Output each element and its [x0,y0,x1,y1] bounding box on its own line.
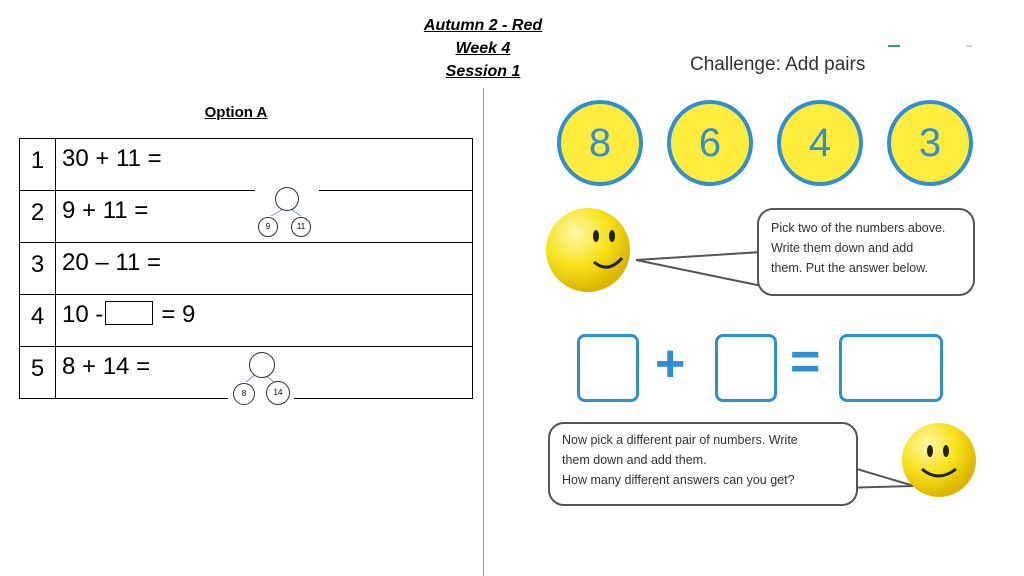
smiley-face-icon [546,208,630,292]
question-number: 5 [19,346,56,399]
question-row-3: 3 20 – 11 = [19,242,473,295]
smiley-face-icon [902,423,976,497]
answer-blank-box[interactable] [105,300,154,325]
question-text: 20 – 11 = [55,242,473,295]
question-row-4: 4 10 - = 9 [19,294,473,347]
question-number: 4 [19,294,56,347]
bubble-2-line-1: Now pick a different pair of numbers. Wr… [562,433,798,447]
page-divider [483,88,484,576]
equation-answer-box[interactable] [839,334,943,402]
bubble-2-line-2: them down and add them. [562,453,707,467]
bubble-1-line-3: them. Put the answer below. [771,261,929,275]
question-number: 1 [19,138,56,191]
bubble-1-line-2: Write them down and add [771,241,914,255]
bond-q5-part-right: 14 [266,381,290,405]
question-text: 10 - = 9 [55,294,473,347]
number-circle-3: 4 [777,100,863,186]
header-session: Session 1 [445,63,521,80]
number-circle-1: 8 [557,100,643,186]
question-suffix: = 9 [161,301,196,328]
question-number: 2 [19,190,56,243]
equation-box-1[interactable] [577,334,639,402]
bond-q2-part-right: 11 [291,217,311,237]
equation-plus-sign: + [655,335,686,393]
bond-q5-whole-circle [249,352,275,378]
header-title: Autumn 2 - Red [423,17,543,34]
header-week: Week 4 [455,40,511,57]
bubble-2-line-3: How many different answers can you get? [562,473,795,487]
speech-bubble-1-tail [635,250,763,288]
option-a-title: Option A [204,104,268,121]
number-circle-2: 6 [667,100,753,186]
question-number: 3 [19,242,56,295]
question-text: 30 + 11 = [55,138,473,191]
equation-box-2[interactable] [715,334,777,402]
bond-q5-part-left: 8 [233,383,255,405]
bubble-1-line-1: Pick two of the numbers above. [771,221,946,235]
question-prefix: 10 - [62,301,104,328]
speech-bubble-1: Pick two of the numbers above. Write the… [757,208,975,296]
question-row-2: 2 9 + 11 = [19,190,473,243]
question-row-1: 1 30 + 11 = [19,138,473,191]
speech-bubble-2: Now pick a different pair of numbers. Wr… [548,422,858,506]
bond-q2-part-left: 9 [258,217,278,237]
decorative-dashes [888,45,972,47]
equation-equals-sign: = [790,333,821,391]
challenge-title: Challenge: Add pairs [690,54,866,75]
number-circle-4: 3 [887,100,973,186]
bond-q2-whole-circle [275,187,299,211]
